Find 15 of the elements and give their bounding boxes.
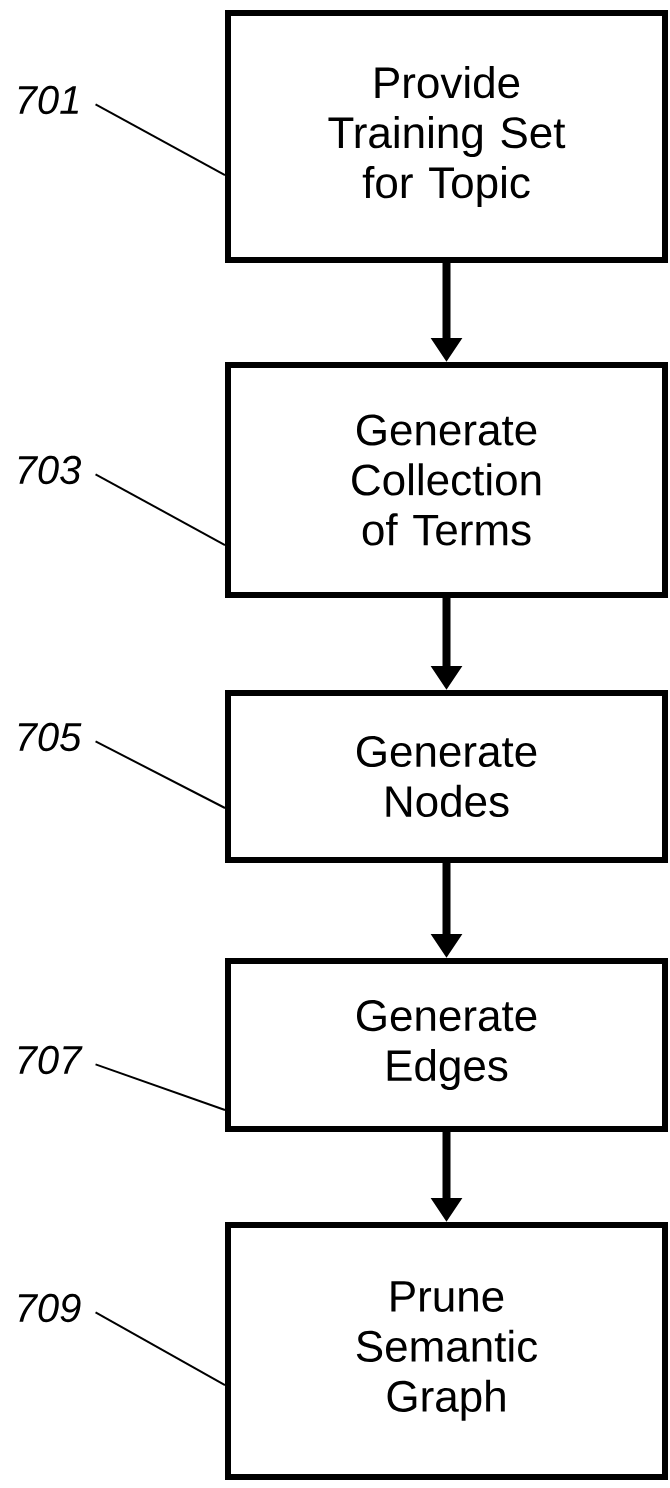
process-box: Generate Nodes xyxy=(225,690,668,863)
reference-number: 703 xyxy=(18,455,81,485)
process-box: Provide Training Set for Topic xyxy=(225,10,668,263)
leader-line xyxy=(94,473,226,546)
reference-number: 707 xyxy=(18,1045,83,1075)
process-box: Prune Semantic Graph xyxy=(225,1222,668,1480)
leader-line xyxy=(94,1311,226,1386)
reference-number: 709 xyxy=(18,1293,81,1323)
process-box: Generate Collection of Terms xyxy=(225,362,668,598)
reference-number: 705 xyxy=(18,722,82,752)
leader-line xyxy=(94,103,226,176)
leader-line xyxy=(94,740,226,809)
process-box: Generate Edges xyxy=(225,958,668,1132)
leader-line xyxy=(94,1063,226,1111)
reference-number: 701 xyxy=(18,85,78,115)
